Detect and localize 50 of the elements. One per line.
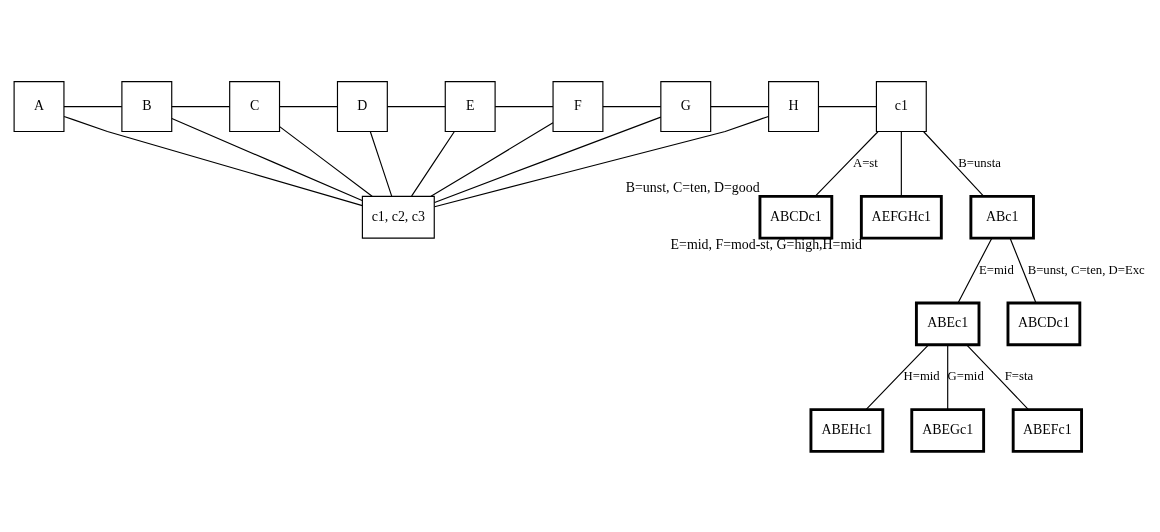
node-box: A <box>13 80 65 132</box>
connector <box>900 130 902 197</box>
connector <box>63 105 123 107</box>
edge-label: F=sta <box>1004 368 1034 383</box>
node-box: C <box>229 80 281 132</box>
connector <box>171 117 363 201</box>
connector <box>430 121 554 197</box>
node-box: AEFGHc1 <box>859 194 943 240</box>
node-box: H <box>768 80 820 132</box>
connector <box>434 116 662 203</box>
edge-label: G=mid <box>947 368 984 383</box>
edge-label: B=unsta <box>958 155 1001 170</box>
connector <box>279 105 338 107</box>
connector <box>710 105 770 107</box>
edge-label: E=mid <box>978 262 1014 277</box>
node-box: ABc1 <box>969 194 1035 240</box>
connector <box>369 130 393 197</box>
connector <box>814 130 879 197</box>
node-box: ABCDc1 <box>758 194 834 240</box>
node-box: c1, c2, c3 <box>361 195 435 239</box>
edge-label: H=mid <box>903 368 940 383</box>
node-box: ABEHc1 <box>809 407 885 453</box>
node-box: c1 <box>875 80 927 132</box>
connector <box>63 115 363 206</box>
connector <box>947 344 949 410</box>
edge-label: B=unst, C=ten, D=Exc <box>1027 262 1145 277</box>
connector <box>171 105 231 107</box>
connector <box>279 125 373 197</box>
node-box: ABEFc1 <box>1011 407 1083 453</box>
connector <box>865 344 929 410</box>
connector <box>817 105 877 107</box>
connector <box>957 237 993 303</box>
connector <box>386 105 446 107</box>
connector <box>602 105 662 107</box>
edge-label: A=st <box>852 155 878 170</box>
node-box: D <box>336 80 388 132</box>
connector <box>494 105 554 107</box>
connector <box>1009 237 1037 303</box>
connector <box>923 130 985 197</box>
node-box: E <box>444 80 496 132</box>
connector <box>433 115 770 207</box>
node-box: ABCDc1 <box>1006 301 1082 346</box>
node-box: B <box>121 80 173 132</box>
node-box: ABEGc1 <box>910 407 986 453</box>
node-box: G <box>660 80 712 132</box>
node-box: ABEc1 <box>914 301 981 346</box>
node-label: B=unst, C=ten, D=good <box>625 179 760 195</box>
node-box: F <box>552 80 604 132</box>
connector <box>411 130 455 197</box>
connector <box>966 344 1029 410</box>
